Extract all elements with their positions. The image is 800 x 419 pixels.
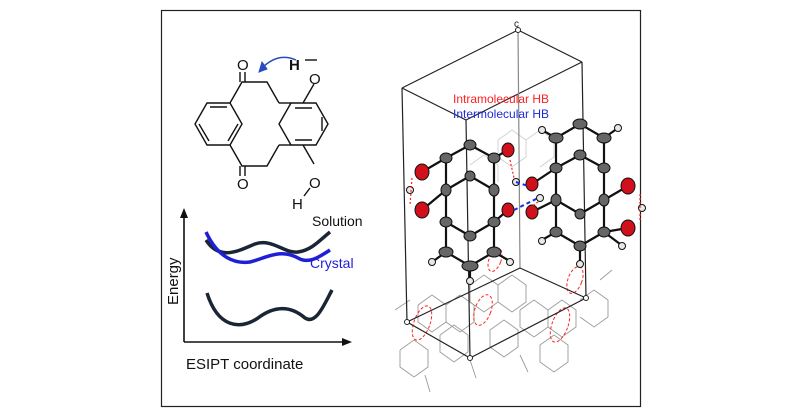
central-ring: [229, 81, 280, 104]
crystal-structure: c Intramolecular HB Intermolecular HB: [394, 19, 646, 393]
top-carbonyl-oxygen-label: O: [237, 57, 249, 74]
oxygen-atoms: [414, 142, 636, 237]
y-axis-arrowhead: [180, 208, 188, 218]
solution-label: Solution: [312, 213, 363, 229]
molecule-atom-labels: O H O O O H: [237, 57, 321, 213]
ground-state-curve: [205, 289, 334, 327]
intramolecular-hbonds: [409, 159, 641, 222]
energy-axis-title: Energy: [165, 257, 182, 305]
carbon-atoms: [438, 118, 612, 272]
top-hydroxyl-oxygen-label: O: [309, 71, 321, 88]
intermolecular-hbonds: [513, 181, 539, 211]
esipt-axis-title: ESIPT coordinate: [186, 356, 303, 373]
unit-cell: [401, 29, 587, 359]
crystal-curve: [204, 231, 331, 265]
bottom-carbonyl-oxygen-label: O: [237, 176, 249, 193]
legend-intermolecular: Intermolecular HB: [453, 107, 549, 121]
x-axis-arrowhead: [342, 338, 352, 346]
crystal-label: Crystal: [310, 255, 354, 271]
right-benzene-ring: [278, 102, 329, 146]
hydrogen-atoms: [406, 124, 646, 285]
bottom-hydroxyl-oxygen-label: O: [309, 175, 321, 192]
left-benzene-ring: [194, 102, 243, 146]
anthraquinone-structure: [194, 56, 329, 197]
top-hydroxyl-hydrogen-label: H: [289, 57, 300, 74]
solution-curve: [204, 230, 332, 255]
cell-axis-c-label: c: [514, 19, 519, 30]
legend-intramolecular: Intramolecular HB: [453, 92, 549, 106]
bottom-hydroxyl-hydrogen-label: H: [292, 196, 303, 213]
energy-diagram: Solution Crystal Energy ESIPT coordinate: [165, 208, 363, 373]
